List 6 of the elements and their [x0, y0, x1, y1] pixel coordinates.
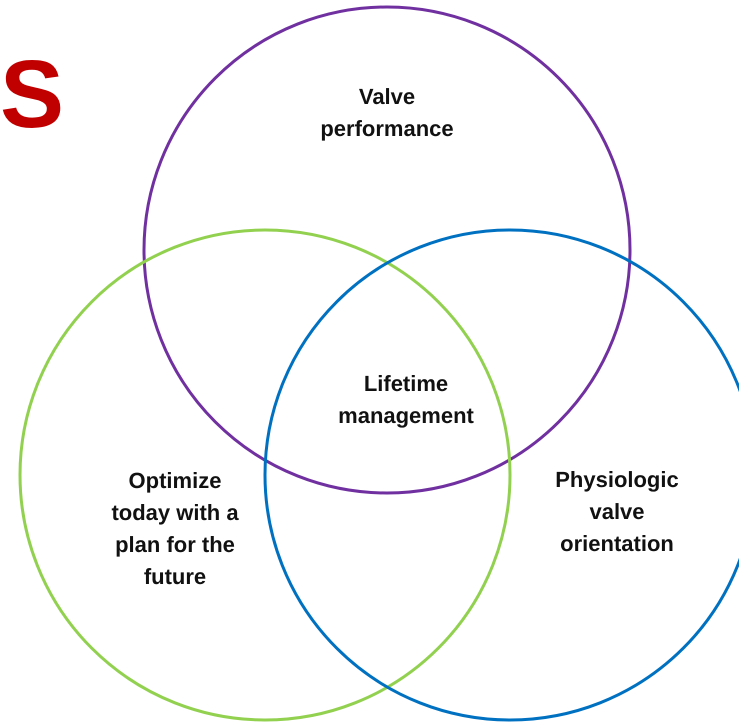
circle-label: Optimize today with a plan for the future: [110, 467, 240, 591]
venn-circle: [18, 228, 512, 722]
title-fragment: S: [0, 40, 60, 150]
circle-label: Valve performance: [319, 83, 455, 143]
circle-label: Physiologic valve orientation: [554, 466, 680, 558]
overlap-label: Lifetime management: [337, 370, 475, 430]
